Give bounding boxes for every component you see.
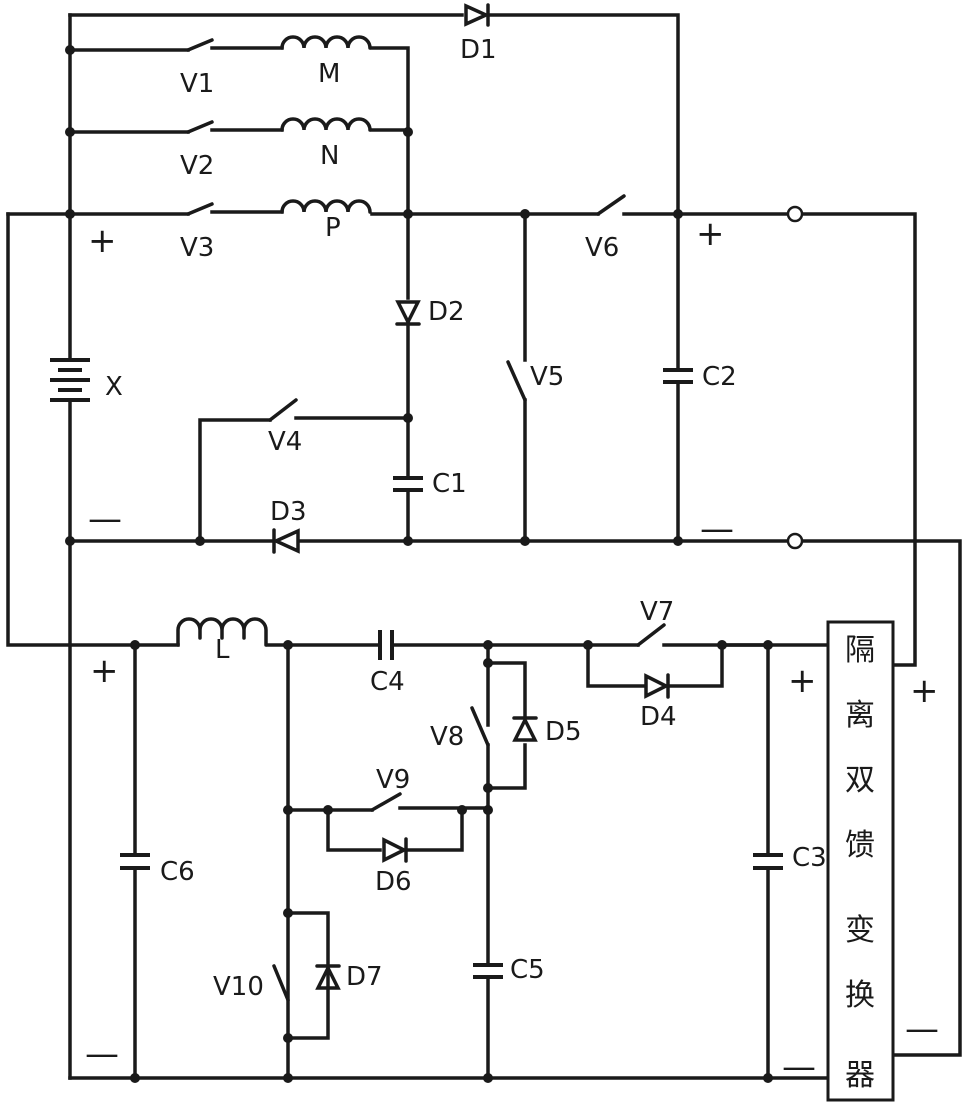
label-v8: V8 — [430, 722, 464, 752]
label-v10: V10 — [213, 972, 264, 1002]
label-v6: V6 — [585, 233, 619, 263]
switch-v9 — [372, 794, 400, 810]
capacitor-c4 — [380, 630, 392, 660]
label-v5: V5 — [530, 362, 564, 392]
switch-v4 — [270, 400, 296, 420]
label-p: P — [325, 213, 341, 243]
switch-v10 — [274, 966, 288, 1000]
capacitor-c6 — [120, 855, 150, 868]
converter-char: 双 — [845, 763, 875, 798]
minus-sign: — — [88, 499, 122, 539]
plus-sign: + — [696, 214, 725, 254]
inductor-m — [282, 37, 370, 48]
converter-char: 变 — [845, 913, 875, 948]
minus-sign: — — [905, 1009, 939, 1049]
switch-v8 — [472, 708, 488, 745]
diode-d2 — [397, 302, 419, 324]
label-v3: V3 — [180, 233, 214, 263]
capacitor-c3 — [753, 855, 783, 868]
switch-v1 — [188, 40, 212, 50]
label-d6: D6 — [375, 867, 412, 897]
battery-x — [50, 360, 90, 400]
label-d2: D2 — [428, 297, 465, 327]
plus-sign: + — [910, 671, 939, 711]
plus-sign: + — [90, 651, 119, 691]
diode-d5 — [514, 718, 536, 740]
switch-v6 — [598, 196, 624, 214]
label-c2: C2 — [702, 362, 737, 392]
wires — [8, 15, 960, 1078]
label-d1: D1 — [460, 35, 497, 65]
label-v7: V7 — [640, 597, 674, 627]
label-n: N — [320, 141, 339, 171]
inductors — [178, 37, 370, 645]
diode-d3 — [274, 530, 298, 552]
label-d5: D5 — [545, 717, 582, 747]
output-negative-terminal — [788, 534, 802, 548]
capacitor-c1 — [393, 478, 423, 490]
label-x: X — [105, 372, 123, 402]
plus-sign: + — [88, 221, 117, 261]
label-d7: D7 — [346, 962, 383, 992]
label-d4: D4 — [640, 702, 677, 732]
converter-char: 换 — [845, 978, 875, 1013]
label-l: L — [215, 635, 230, 665]
capacitors — [120, 370, 783, 977]
converter-char: 隔 — [845, 633, 875, 668]
minus-sign: — — [782, 1047, 816, 1087]
switch-v3 — [188, 204, 212, 214]
diode-d4 — [646, 675, 668, 697]
switch-v7 — [638, 625, 664, 645]
label-c5: C5 — [510, 955, 545, 985]
inductor-n — [282, 119, 370, 130]
label-c6: C6 — [160, 857, 195, 887]
label-v9: V9 — [376, 765, 410, 795]
minus-sign: — — [85, 1034, 119, 1074]
switch-v5 — [508, 362, 525, 400]
diode-d1 — [466, 5, 488, 25]
junction-dots — [65, 45, 773, 1083]
label-d3: D3 — [270, 497, 307, 527]
isolated-dual-feed-converter: 隔 离 双 馈 变 换 器 — [828, 622, 893, 1100]
label-v1: V1 — [180, 69, 214, 99]
label-v2: V2 — [180, 151, 214, 181]
converter-char: 器 — [845, 1058, 875, 1093]
switch-v2 — [188, 122, 212, 132]
label-c4: C4 — [370, 667, 405, 697]
label-m: M — [318, 59, 340, 89]
plus-sign: + — [788, 661, 817, 701]
converter-char: 离 — [845, 698, 875, 733]
inductor-p — [282, 201, 370, 212]
output-positive-terminal — [788, 207, 802, 221]
diode-d6 — [384, 839, 406, 861]
capacitor-c5 — [473, 965, 503, 977]
switches — [188, 40, 664, 1000]
capacitor-c2 — [663, 370, 693, 382]
label-v4: V4 — [268, 427, 302, 457]
label-c3: C3 — [792, 843, 827, 873]
minus-sign: — — [700, 509, 734, 549]
label-c1: C1 — [432, 469, 467, 499]
converter-char: 馈 — [845, 828, 875, 863]
